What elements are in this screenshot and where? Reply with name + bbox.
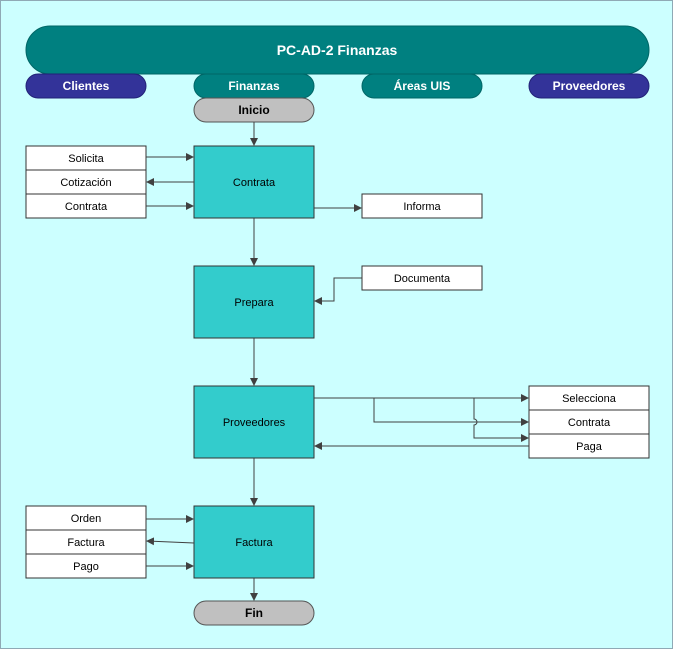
lane-header-areas-uis-label: Áreas UIS — [394, 78, 451, 93]
clientes-box-factura: Factura — [25, 529, 147, 555]
process-prepara-label: Prepara — [234, 297, 274, 309]
lane-header-clientes-label: Clientes — [63, 79, 110, 93]
process-proveedores-label: Proveedores — [223, 417, 286, 429]
process-proveedores: Proveedores — [193, 385, 315, 459]
connector-documenta-prepara — [314, 277, 362, 305]
lane-header-proveedores-label: Proveedores — [553, 79, 626, 93]
clientes-box-solicita-label: Solicita — [68, 153, 104, 165]
clientes-box-cotizacion-label: Cotización — [60, 177, 111, 189]
process-contrata: Contrata — [193, 145, 315, 219]
start-terminal: Inicio — [193, 97, 315, 123]
process-factura-label: Factura — [235, 537, 273, 549]
proveedores-box-paga-label: Paga — [576, 441, 603, 453]
lane-header-clientes: Clientes — [25, 73, 147, 99]
clientes-box-contrata-label: Contrata — [65, 201, 108, 213]
connector-factura-clientefactura — [146, 537, 195, 546]
clientes-box-orden-label: Orden — [71, 513, 102, 525]
lane-header-areas-uis: Áreas UIS — [361, 73, 483, 99]
areas-box-informa-label: Informa — [403, 201, 441, 213]
process-contrata-label: Contrata — [233, 177, 276, 189]
clientes-box-factura-label: Factura — [67, 537, 105, 549]
process-prepara: Prepara — [193, 265, 315, 339]
connector-proveedores-paga — [473, 398, 529, 442]
areas-box-informa: Informa — [361, 193, 483, 219]
process-factura: Factura — [193, 505, 315, 579]
diagram-title: PC-AD-2 Finanzas — [277, 42, 398, 58]
clientes-box-pago-label: Pago — [73, 561, 99, 573]
connectors — [146, 122, 529, 601]
clientes-box-cotizacion: Cotización — [25, 169, 147, 195]
clientes-box-contrata: Contrata — [25, 193, 147, 219]
proveedores-box-selecciona: Selecciona — [528, 385, 650, 411]
clientes-box-orden: Orden — [25, 505, 147, 531]
areas-box-documenta-label: Documenta — [394, 273, 451, 285]
connector-proveedores-contrata — [373, 398, 529, 426]
lane-header-finanzas: Finanzas — [193, 73, 315, 99]
lane-header-proveedores: Proveedores — [528, 73, 650, 99]
clientes-box-solicita: Solicita — [25, 145, 147, 171]
proveedores-box-selecciona-label: Selecciona — [562, 393, 617, 405]
start-terminal-label: Inicio — [238, 103, 269, 117]
proveedores-box-contrata-label: Contrata — [568, 417, 611, 429]
end-terminal: Fin — [193, 600, 315, 626]
proveedores-box-paga: Paga — [528, 433, 650, 459]
clientes-box-pago: Pago — [25, 553, 147, 579]
title-bar: PC-AD-2 Finanzas — [25, 25, 650, 75]
end-terminal-label: Fin — [245, 606, 263, 620]
lane-header-finanzas-label: Finanzas — [228, 79, 280, 93]
areas-box-documenta: Documenta — [361, 265, 483, 291]
proveedores-box-contrata: Contrata — [528, 409, 650, 435]
